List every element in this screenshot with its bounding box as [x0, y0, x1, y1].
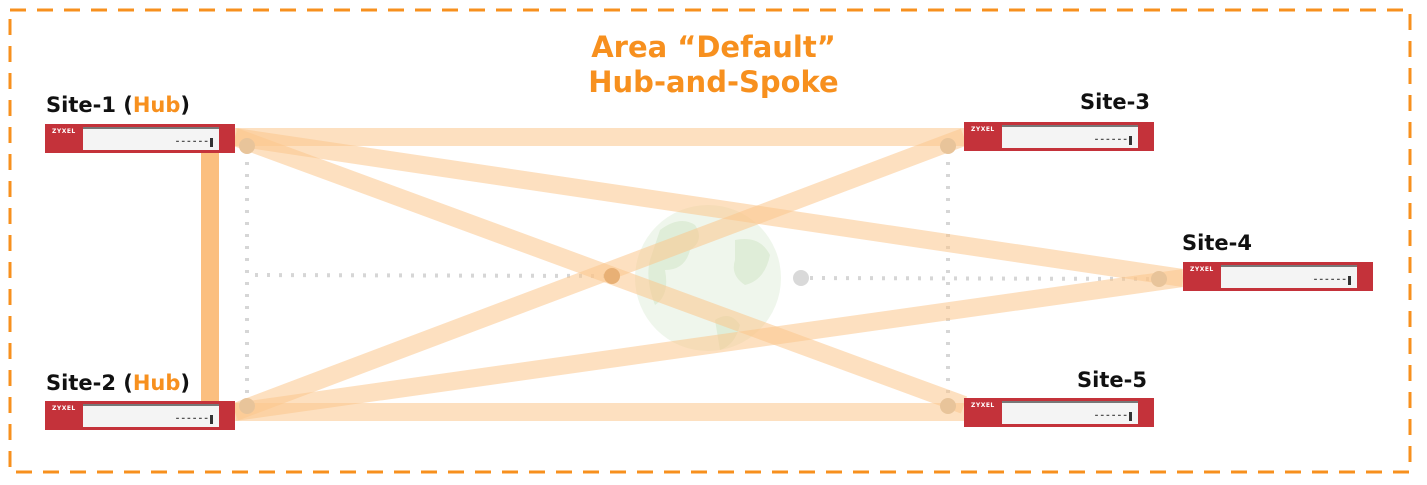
site-4-firewall[interactable]: ZYXEL------ [1183, 262, 1373, 291]
dotted-underlay-links [245, 150, 1157, 402]
tunnel-site2-site3 [231, 128, 968, 421]
vpn-tunnels [231, 128, 1185, 421]
underlay-nodes [239, 138, 1167, 414]
site-3-firewall[interactable]: ZYXEL------ [964, 122, 1154, 151]
site-2-label: Site-2 (Hub) [46, 371, 191, 395]
site-5-firewall[interactable]: ZYXEL------ [964, 398, 1154, 427]
site-1-firewall[interactable]: ZYXEL------ [45, 124, 235, 153]
site-5-label: Site-5 [1077, 368, 1147, 392]
tunnel-site1-site4 [233, 128, 1185, 287]
tunnel-site2-site4 [233, 269, 1185, 421]
site-1-label: Site-1 (Hub) [46, 93, 191, 117]
area-title: Area “Default” [591, 30, 836, 64]
area-border [8, 8, 1412, 474]
site-3-label: Site-3 [1080, 90, 1150, 114]
site-4-label: Site-4 [1182, 231, 1252, 255]
site-2-firewall[interactable]: ZYXEL------ [45, 401, 235, 430]
area-mode: Hub-and-Spoke [588, 65, 839, 99]
